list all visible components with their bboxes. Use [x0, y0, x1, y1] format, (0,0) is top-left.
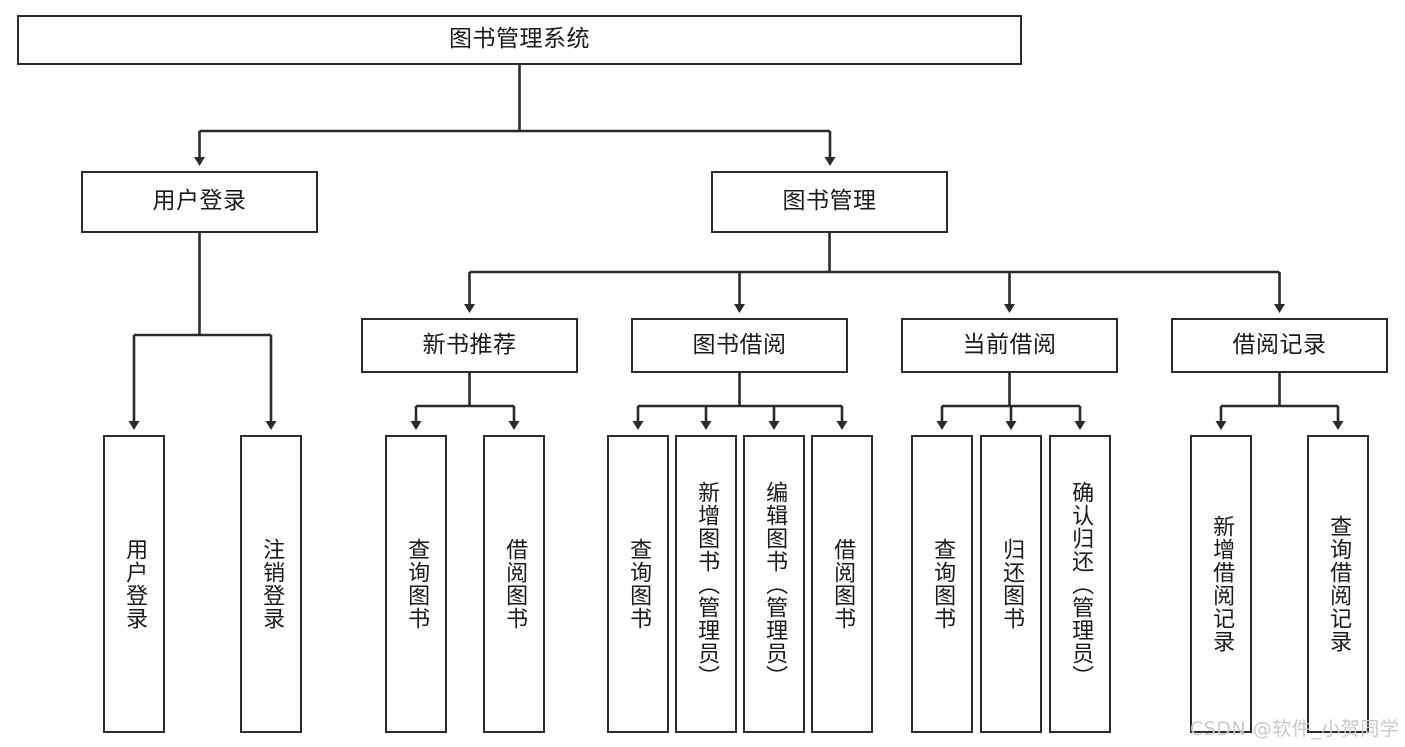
edge-book-mgmt-to-level3: [464, 233, 1285, 313]
leaf-return-book-label: 归还图书: [999, 538, 1025, 630]
leaf-query-book-newbook-label: 查询图书: [404, 538, 430, 630]
leaf-edit-book-admin[interactable]: 编辑图书（管理员）: [743, 435, 805, 733]
leaf-user-login[interactable]: 用户登录: [103, 435, 165, 733]
leaf-add-borrow-record-label: 新增借阅记录: [1209, 515, 1235, 653]
csdn-watermark: CSDN @软件_小贺同学: [1190, 718, 1400, 740]
node-user-login-label: 用户登录: [152, 188, 247, 215]
node-borrow-records[interactable]: 借阅记录: [1171, 318, 1388, 373]
leaf-query-borrow-record-label: 查询借阅记录: [1326, 515, 1352, 653]
node-book-management[interactable]: 图书管理: [711, 171, 948, 233]
leaf-confirm-return-admin-label: 确认归还（管理员）: [1068, 480, 1094, 688]
edge-new-book-to-leaves: [410, 373, 520, 430]
node-book-management-label: 图书管理: [782, 188, 877, 215]
leaf-query-book-borrow[interactable]: 查询图书: [607, 435, 669, 733]
edge-root-to-level2: [194, 65, 836, 166]
leaf-borrow-book-label: 借阅图书: [830, 538, 856, 630]
node-borrow-records-label: 借阅记录: [1232, 331, 1327, 358]
leaf-borrow-book-newbook[interactable]: 借阅图书: [483, 435, 545, 733]
leaf-logout[interactable]: 注销登录: [240, 435, 302, 733]
leaf-query-book-current-label: 查询图书: [930, 538, 956, 630]
leaf-edit-book-admin-label: 编辑图书（管理员）: [762, 480, 788, 688]
edge-user-login-to-leaves: [128, 233, 277, 430]
node-root-label: 图书管理系统: [449, 26, 590, 53]
leaf-query-borrow-record[interactable]: 查询借阅记录: [1307, 435, 1369, 733]
leaf-query-book-current[interactable]: 查询图书: [911, 435, 973, 733]
leaf-confirm-return-admin[interactable]: 确认归还（管理员）: [1049, 435, 1111, 733]
leaf-add-borrow-record[interactable]: 新增借阅记录: [1190, 435, 1252, 733]
leaf-user-login-label: 用户登录: [122, 538, 148, 630]
node-current-borrow-label: 当前借阅: [962, 331, 1057, 358]
node-user-login[interactable]: 用户登录: [81, 171, 318, 233]
edge-records-to-leaves: [1215, 373, 1344, 430]
node-new-book-recommend-label: 新书推荐: [422, 331, 517, 358]
leaf-query-book-newbook[interactable]: 查询图书: [385, 435, 447, 733]
leaf-logout-label: 注销登录: [259, 538, 285, 630]
leaf-borrow-book-newbook-label: 借阅图书: [502, 538, 528, 630]
leaf-add-book-admin[interactable]: 新增图书（管理员）: [675, 435, 737, 733]
leaf-add-book-admin-label: 新增图书（管理员）: [694, 480, 720, 688]
leaf-borrow-book[interactable]: 借阅图书: [811, 435, 873, 733]
node-new-book-recommend[interactable]: 新书推荐: [361, 318, 578, 373]
edge-borrow-to-leaves: [632, 373, 848, 430]
leaf-query-book-borrow-label: 查询图书: [626, 538, 652, 630]
node-current-borrow[interactable]: 当前借阅: [901, 318, 1118, 373]
node-root[interactable]: 图书管理系统: [17, 15, 1022, 65]
leaf-return-book[interactable]: 归还图书: [980, 435, 1042, 733]
node-book-borrow[interactable]: 图书借阅: [631, 318, 848, 373]
edge-current-borrow-to-leaves: [936, 373, 1086, 430]
node-book-borrow-label: 图书借阅: [692, 331, 787, 358]
